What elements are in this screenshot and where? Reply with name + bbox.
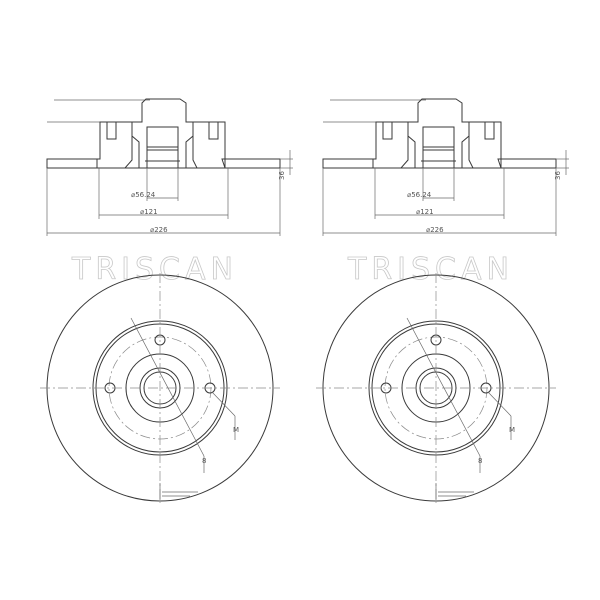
brand-watermark-right: TRISCAN	[347, 252, 514, 287]
dim-bolt-circle-right: ⌀121	[416, 208, 434, 216]
front-view-right	[315, 272, 557, 504]
offset-label-right: 8	[478, 457, 482, 465]
bolt-label-right: M	[509, 426, 515, 434]
dim-thickness-left: 36	[278, 171, 286, 180]
dim-thickness-right: 36	[554, 171, 562, 180]
front-view-left	[39, 272, 281, 504]
dim-bore-left: ⌀56.24	[131, 191, 156, 199]
section-view-right	[322, 98, 570, 237]
section-view-left	[46, 98, 294, 237]
dim-bore-right: ⌀56.24	[407, 191, 432, 199]
offset-label-left: 8	[202, 457, 206, 465]
dim-bolt-circle-left: ⌀121	[140, 208, 158, 216]
brand-watermark-left: TRISCAN	[71, 252, 238, 287]
dim-outer-right: ⌀226	[426, 226, 444, 234]
dim-outer-left: ⌀226	[150, 226, 168, 234]
bolt-label-left: M	[233, 426, 239, 434]
